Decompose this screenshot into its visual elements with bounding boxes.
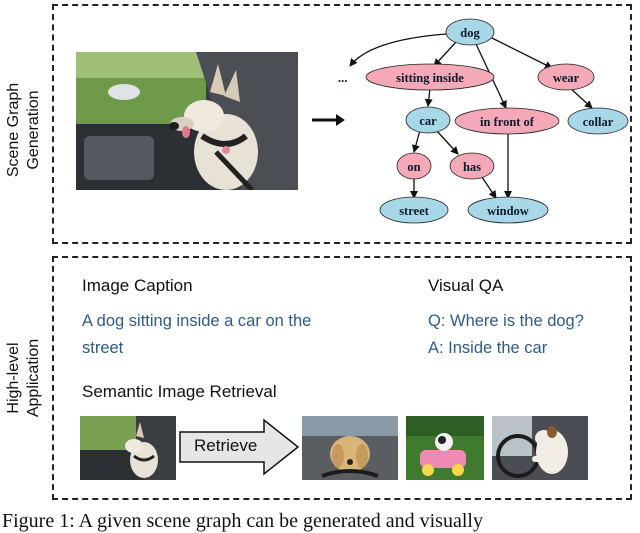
node-in-front-of: in front of — [454, 107, 560, 135]
node-in-front-of-label: in front of — [480, 115, 535, 129]
node-dog: dog — [445, 18, 495, 46]
vqa-answer: A: Inside the car — [428, 339, 548, 357]
scene-graph-generation-label: Scene Graph Generation — [4, 70, 44, 190]
edge-wear-collar — [569, 87, 593, 109]
node-on-label: on — [407, 160, 420, 174]
graph-ellipsis: ... — [338, 71, 347, 85]
node-has-label: has — [463, 160, 481, 174]
image-caption-heading: Image Caption — [82, 276, 193, 295]
caption-text-line-1: A dog sitting inside a car on the — [82, 312, 312, 330]
node-collar-label: collar — [583, 115, 614, 129]
visual-qa-heading: Visual QA — [428, 276, 504, 295]
dog-in-car-photo — [76, 52, 298, 190]
node-dog-label: dog — [460, 26, 480, 40]
scene-graph-panel — [52, 4, 632, 244]
node-car: car — [405, 106, 451, 134]
node-wear: wear — [537, 63, 595, 91]
caption-text-line-2: street — [82, 339, 124, 357]
edge-dog-wear — [491, 37, 553, 69]
query-image — [80, 416, 176, 480]
side-label-line: Generation — [25, 90, 42, 170]
edge-dog-ellipsis — [349, 33, 447, 67]
side-label-line: Scene Graph — [5, 82, 22, 178]
high-level-application-label: High-level Application — [4, 318, 44, 438]
retrieve-label: Retrieve — [194, 436, 258, 455]
edge-sitting-inside-car — [424, 87, 433, 107]
application-panel — [52, 256, 632, 500]
retrieved-image-1 — [302, 416, 398, 480]
edge-dog-sitting-inside — [433, 41, 457, 67]
node-window: window — [467, 196, 549, 224]
node-sitting-inside: sitting inside — [365, 63, 495, 91]
side-label-line: High-level — [5, 342, 22, 414]
scene-graph: ... dog sitting inside wear car in front… — [338, 18, 629, 224]
retrieved-image-3 — [492, 416, 588, 480]
arrow-icon — [312, 114, 345, 126]
edge-car-has — [435, 129, 459, 155]
figure-caption: Figure 1: A given scene graph can be gen… — [2, 510, 483, 532]
node-window-label: window — [487, 204, 529, 218]
node-street-label: street — [399, 204, 429, 218]
node-has: has — [449, 152, 495, 180]
semantic-image-retrieval-heading: Semantic Image Retrieval — [82, 382, 277, 401]
edge-has-window — [479, 173, 497, 199]
node-street: street — [379, 196, 449, 224]
node-car-label: car — [419, 114, 437, 128]
side-label-line: Application — [25, 338, 42, 418]
retrieved-image-2 — [406, 416, 484, 480]
edge-car-on — [411, 129, 421, 153]
vqa-question: Q: Where is the dog? — [428, 312, 584, 330]
retrieve-arrow-icon — [179, 418, 300, 476]
node-sitting-inside-label: sitting inside — [396, 71, 464, 85]
node-collar: collar — [567, 107, 629, 135]
node-on: on — [396, 152, 432, 180]
node-wear-label: wear — [553, 71, 580, 85]
